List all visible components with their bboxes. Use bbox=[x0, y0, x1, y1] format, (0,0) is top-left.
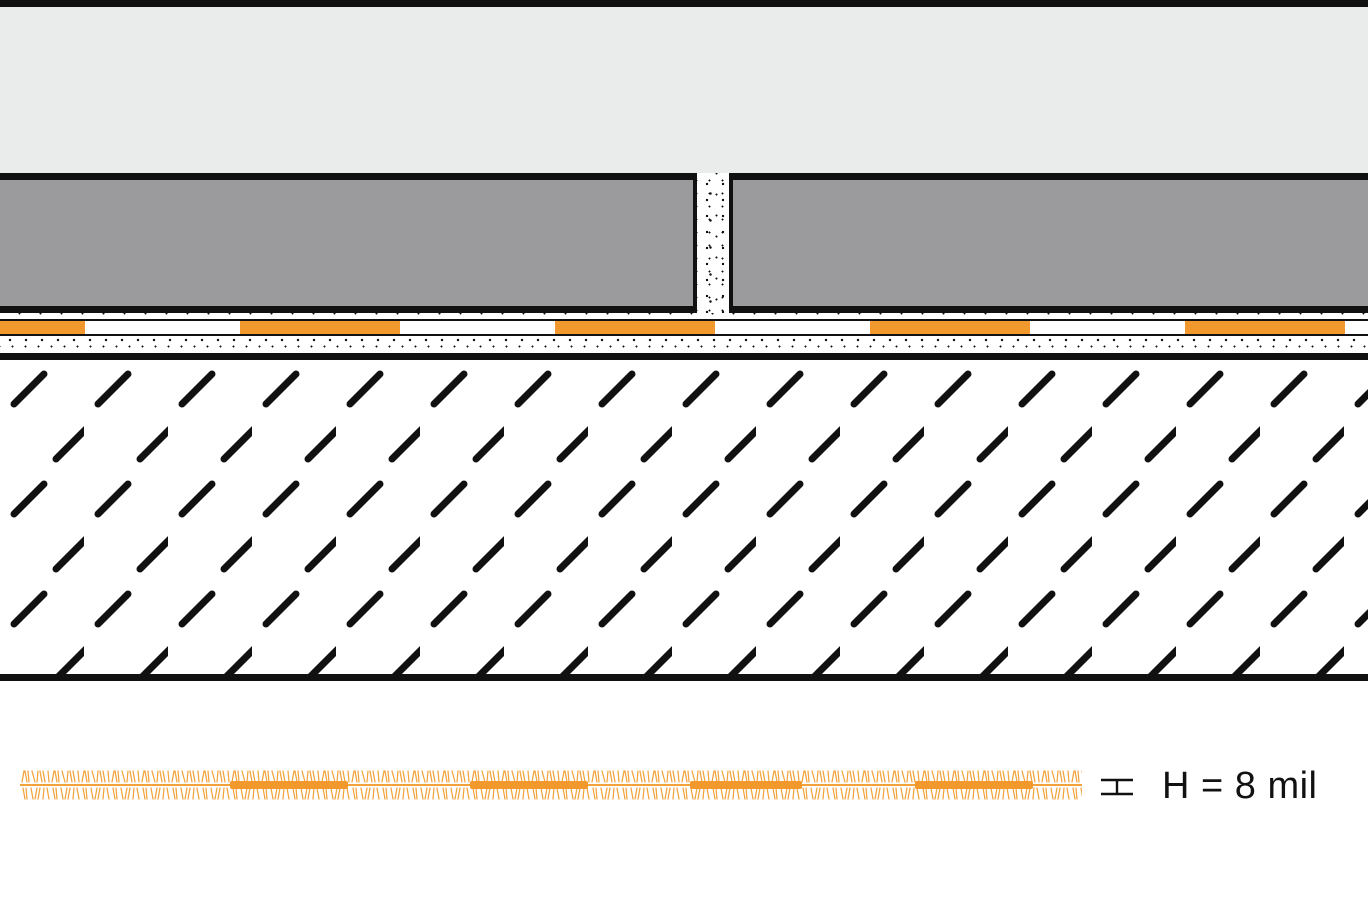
membrane-bar bbox=[230, 781, 348, 789]
substrate-bottom-border bbox=[0, 674, 1368, 681]
membrane-bar bbox=[470, 781, 588, 789]
membrane-bar bbox=[690, 781, 802, 789]
tile-bottom-border bbox=[0, 306, 1368, 313]
thickness-dimension-icon bbox=[1101, 778, 1133, 796]
grout-joint bbox=[693, 173, 733, 313]
concrete-hatch-fill bbox=[0, 360, 1368, 674]
tile-top-border bbox=[0, 173, 1368, 180]
top-boundary-line bbox=[0, 0, 1368, 7]
backing-layer bbox=[0, 7, 1368, 173]
membrane-bar bbox=[915, 781, 1033, 789]
tile-layer bbox=[0, 180, 1368, 306]
membrane-strip bbox=[0, 319, 1368, 336]
membrane-fleece-detail bbox=[20, 768, 1082, 802]
concrete-substrate-layer bbox=[0, 360, 1368, 674]
thickness-label: H = 8 mil bbox=[1162, 765, 1318, 807]
substrate-top-border bbox=[0, 353, 1368, 360]
fleece-texture bbox=[20, 768, 1082, 802]
